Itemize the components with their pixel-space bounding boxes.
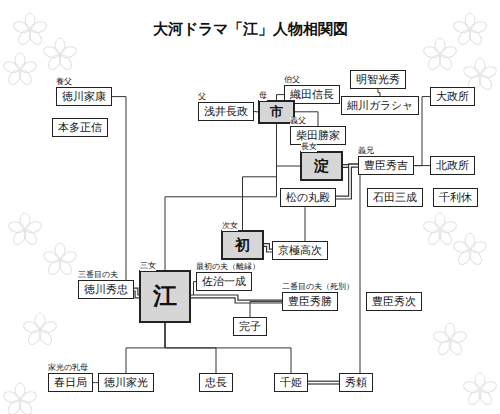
relation-label: 養父 <box>56 78 72 87</box>
person-name: 豊臣秀勝 <box>288 295 332 308</box>
person-name: 京極高次 <box>278 244 322 257</box>
person-box: 完子 <box>233 317 267 336</box>
connector-stroke <box>264 245 272 251</box>
person-box: 三女江 <box>139 270 191 323</box>
connector-stroke <box>165 323 291 373</box>
person-box: 忠長 <box>199 373 233 392</box>
relation-line <box>360 175 361 373</box>
relation-line <box>112 97 126 280</box>
person-name: 本多正信 <box>58 121 102 134</box>
diagram-title: 大河ドラマ「江」人物相関図 <box>0 20 500 39</box>
person-name: 松の丸殿 <box>286 191 330 204</box>
connector-stroke <box>360 175 361 373</box>
connector-stroke <box>191 296 282 301</box>
person-name: 大政所 <box>436 90 469 103</box>
marriage-line <box>264 245 272 251</box>
person-box: 京極高次 <box>272 241 328 260</box>
person-box: 豊臣秀次 <box>366 292 422 311</box>
person-box: 細川ガラシャ <box>341 96 419 115</box>
relation-label: 三女 <box>140 262 156 271</box>
connector-stroke <box>243 124 277 230</box>
relation-label: 父 <box>198 93 206 102</box>
person-box: 家光の乳母春日局 <box>48 373 93 392</box>
person-name: 柴田勝家 <box>296 129 340 142</box>
person-name: 細川ガラシャ <box>347 99 413 112</box>
person-name: 石田三成 <box>373 191 417 204</box>
relation-line <box>378 89 380 96</box>
person-name: 春日局 <box>54 376 87 389</box>
relation-line <box>165 323 291 373</box>
relation-line <box>305 207 306 241</box>
person-box: 松の丸殿 <box>280 188 336 207</box>
person-name: 徳川家康 <box>62 90 106 103</box>
person-name: 佐治一成 <box>202 275 246 288</box>
connector-stroke <box>414 165 430 166</box>
person-box: 義兄豊臣秀吉 <box>358 156 414 175</box>
relation-label: 長女 <box>301 143 317 152</box>
person-name: 徳川秀忠 <box>84 283 128 296</box>
person-name: 明智光秀 <box>356 73 400 86</box>
person-box: 次女初 <box>221 230 264 260</box>
connector-stroke <box>378 89 380 96</box>
person-name: 忠長 <box>205 376 227 389</box>
person-name: 徳川家光 <box>104 376 148 389</box>
person-name: 市 <box>270 104 283 120</box>
connector-stroke <box>191 296 282 301</box>
person-name: 豊臣秀吉 <box>364 159 408 172</box>
relation-line <box>126 323 165 373</box>
connector-stroke <box>264 245 272 251</box>
relation-label: 母 <box>259 92 267 101</box>
person-name: 淀 <box>314 157 329 175</box>
person-box: 秀頼 <box>339 373 373 392</box>
person-name: 浅井長政 <box>204 105 248 118</box>
person-box: 父浅井長政 <box>198 102 254 121</box>
person-box: 義父柴田勝家 <box>290 126 346 145</box>
person-box: 二番目の夫（死別）豊臣秀勝 <box>282 292 338 311</box>
person-box: 北政所 <box>430 156 475 175</box>
marriage-line <box>191 296 282 301</box>
connector-stroke <box>305 207 306 241</box>
person-name: 初 <box>235 236 250 254</box>
person-box: 三番目の夫徳川秀忠 <box>78 280 134 299</box>
connector-stroke <box>250 302 282 317</box>
person-name: 織田信長 <box>290 88 334 101</box>
relation-line <box>414 165 430 166</box>
person-box: 千利休 <box>433 188 478 207</box>
person-name: 千姫 <box>280 376 302 389</box>
person-name: 完子 <box>239 320 261 333</box>
person-box: 大政所 <box>430 87 475 106</box>
relation-label: 次女 <box>222 222 238 231</box>
relation-line <box>243 124 277 230</box>
person-box: 千姫 <box>274 373 308 392</box>
connector-stroke <box>308 381 339 385</box>
person-box: 石田三成 <box>367 188 423 207</box>
relation-line <box>165 124 277 270</box>
relation-label: 三番目の夫 <box>78 271 118 280</box>
relation-label: 二番目の夫（死別） <box>282 283 354 292</box>
connector-stroke <box>308 382 339 384</box>
person-name: 北政所 <box>436 159 469 172</box>
marriage-line <box>308 382 339 383</box>
person-box: 養父徳川家康 <box>56 87 112 106</box>
relation-label: 義父 <box>290 117 306 126</box>
relation-label: 家光の乳母 <box>48 364 88 373</box>
relation-label: 伯父 <box>284 76 300 85</box>
connector-stroke <box>112 97 126 280</box>
person-box: 最初の夫（離縁）佐治一成 <box>196 272 252 291</box>
person-name: 江 <box>153 282 177 311</box>
person-name: 千利休 <box>439 191 472 204</box>
person-box: 長女淀 <box>300 151 343 181</box>
relation-label: 義兄 <box>358 147 374 156</box>
person-box: 本多正信 <box>52 118 108 137</box>
person-name: 秀頼 <box>345 376 367 389</box>
person-box: 徳川家光 <box>98 373 154 392</box>
relation-line <box>250 302 282 317</box>
person-name: 豊臣秀次 <box>372 295 416 308</box>
person-box: 明智光秀 <box>350 70 406 89</box>
connector-stroke <box>165 124 277 270</box>
connector-stroke <box>126 323 165 373</box>
relation-label: 最初の夫（離縁） <box>196 263 260 272</box>
